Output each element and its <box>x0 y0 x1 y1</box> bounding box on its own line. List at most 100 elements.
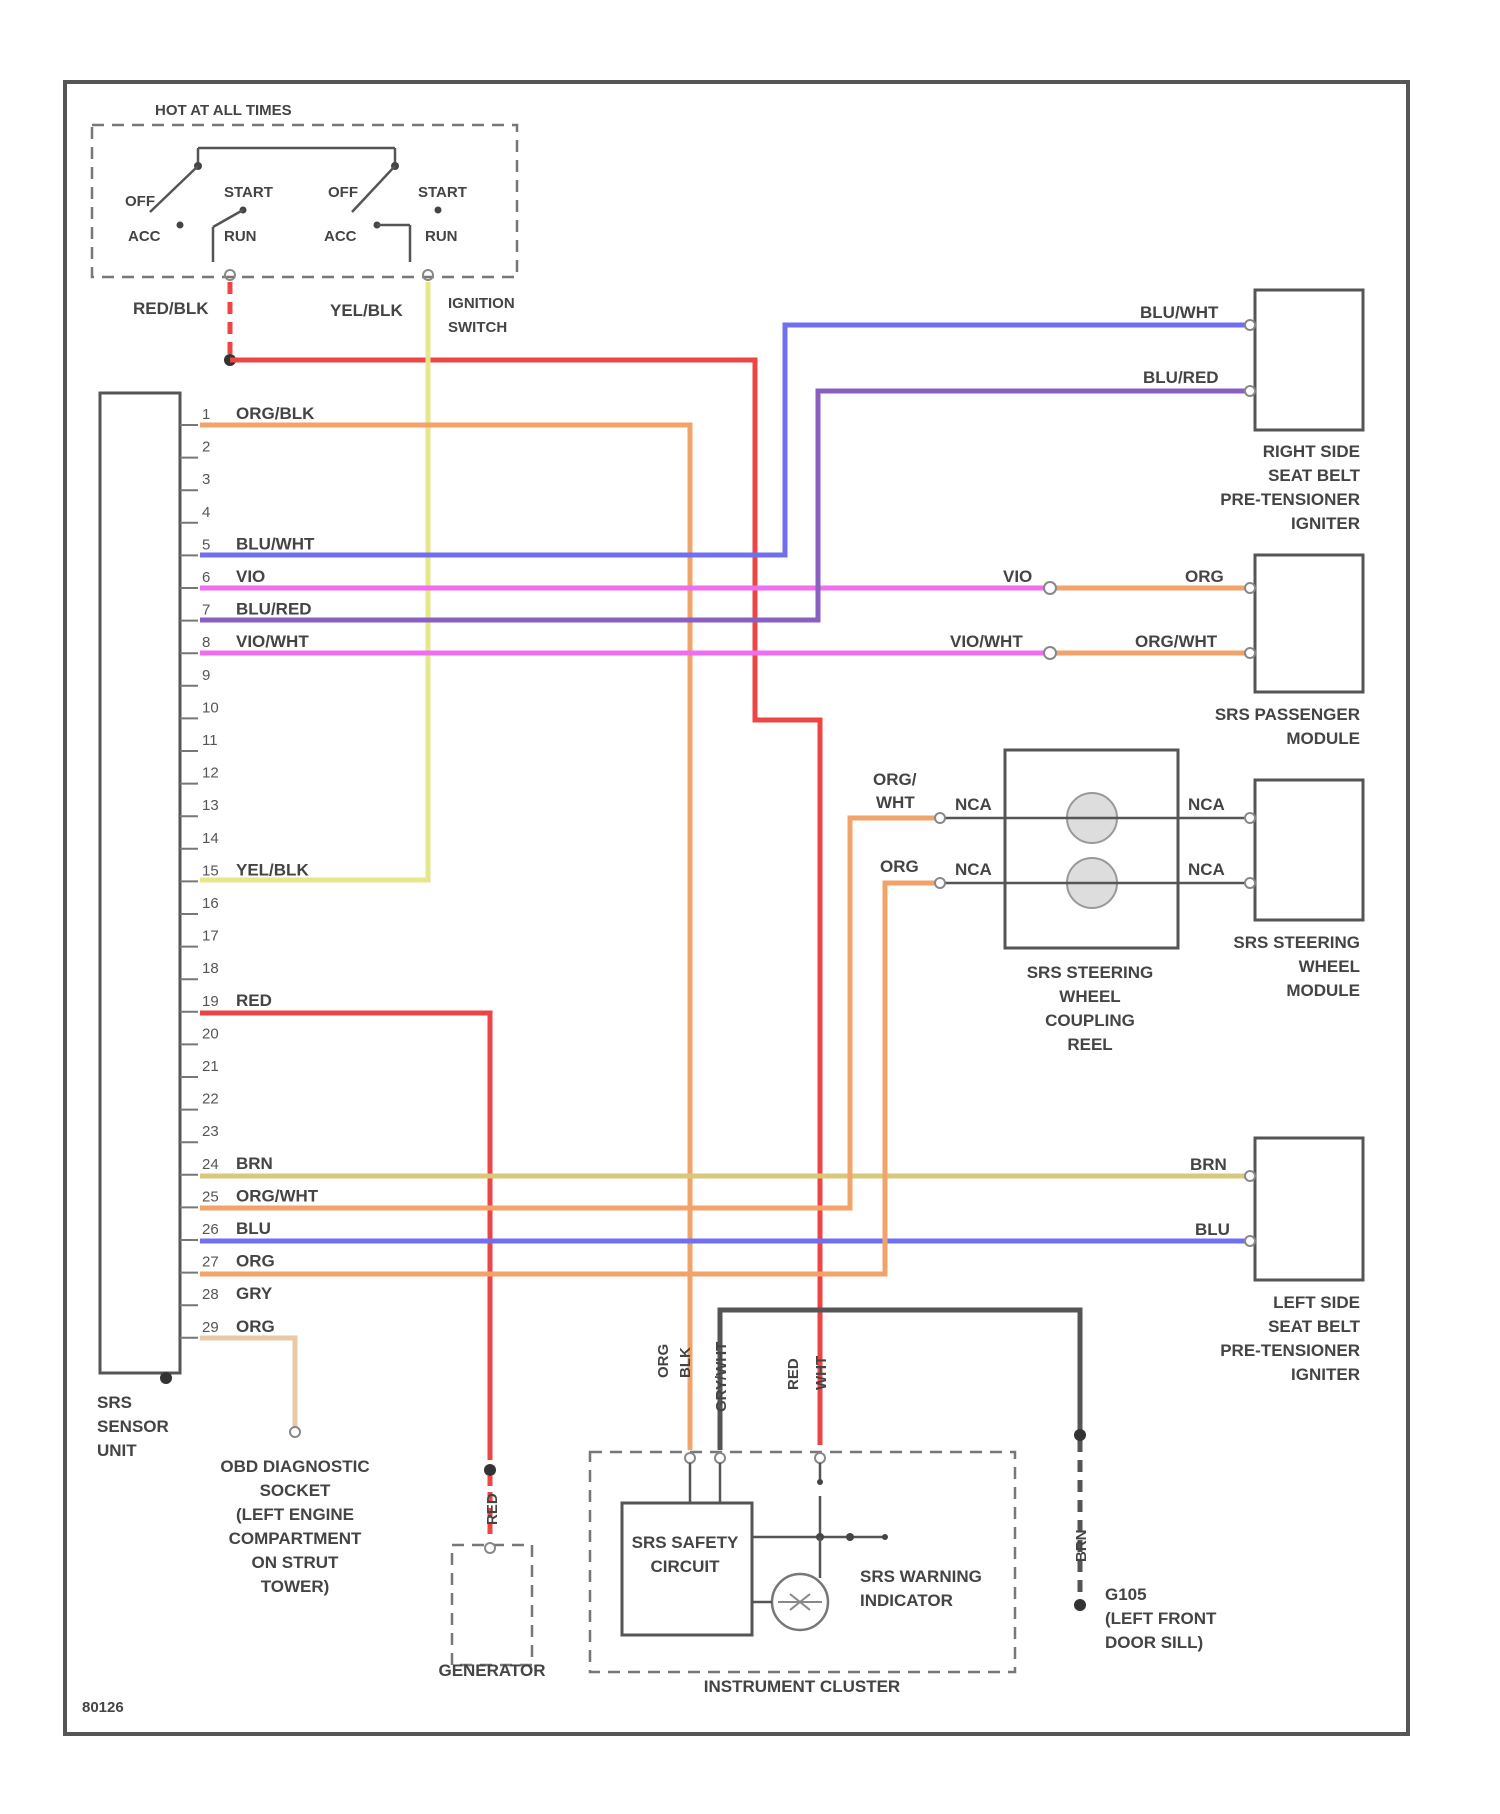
rp-label-3: PRE-TENSIONER <box>1220 490 1360 509</box>
lp-label-4: IGNITER <box>1291 1365 1360 1384</box>
pin-number: 26 <box>202 1221 219 1238</box>
cluster-wire-b: GRY/WHT <box>713 1342 730 1412</box>
cr-wire-bottom: ORG <box>880 857 919 876</box>
warning-indicator-label-2: INDICATOR <box>860 1591 953 1610</box>
ground-label-1: G105 <box>1105 1585 1147 1604</box>
pin-wire-label: BLU/RED <box>236 600 312 619</box>
pin-number: 29 <box>202 1319 219 1336</box>
yel-blk-wire-label: YEL/BLK <box>330 301 403 320</box>
ground-label-3: DOOR SILL) <box>1105 1633 1203 1652</box>
pin-number: 19 <box>202 993 219 1010</box>
pin-number: 28 <box>202 1286 219 1303</box>
right-off-label: OFF <box>328 184 358 201</box>
pin-number: 16 <box>202 895 219 912</box>
cr-nca-2: NCA <box>955 860 992 879</box>
pin-number: 20 <box>202 1025 219 1042</box>
cluster-wire-a: ORG <box>655 1344 672 1378</box>
sensor-label-1: SRS <box>97 1393 132 1412</box>
pin-wire-label: VIO/WHT <box>236 632 309 651</box>
sensor-label-3: UNIT <box>97 1441 137 1460</box>
cr-nca-1: NCA <box>955 795 992 814</box>
pin-number: 17 <box>202 928 219 945</box>
safety-circuit-label-1: SRS SAFETY <box>632 1533 739 1552</box>
pin-number: 4 <box>202 504 210 521</box>
lp-label-2: SEAT BELT <box>1268 1317 1361 1336</box>
pin-number: 23 <box>202 1123 219 1140</box>
left-acc-label: ACC <box>128 228 161 245</box>
org-wire-29 <box>200 1338 295 1428</box>
pm-label-1: SRS PASSENGER <box>1215 705 1360 724</box>
pin-wire-label: GRY <box>236 1284 273 1303</box>
cr-nca-3: NCA <box>1188 795 1225 814</box>
cr-nca-4: NCA <box>1188 860 1225 879</box>
figure-id: 80126 <box>82 1699 124 1716</box>
pm-label-2: MODULE <box>1286 729 1360 748</box>
rp-wire-top-label: BLU/WHT <box>1140 303 1219 322</box>
pin-wire-label: BLU <box>236 1219 271 1238</box>
cr-label-1: SRS STEERING <box>1027 963 1154 982</box>
obd-label-6: TOWER) <box>261 1577 330 1596</box>
sensor-label-2: SENSOR <box>97 1417 169 1436</box>
cr-wire-top-2: WHT <box>876 793 915 812</box>
cr-label-2: WHEEL <box>1059 987 1120 1006</box>
yel-blk-wire <box>200 282 428 880</box>
pin-wire-label: VIO <box>236 567 265 586</box>
obd-label-1: OBD DIAGNOSTIC <box>220 1457 369 1476</box>
generator-wire-label: RED <box>484 1493 501 1525</box>
cluster-wire-c2: WHT <box>813 1356 830 1390</box>
coupling-reel: ORG/ WHT ORG NCA NCA NCA NCA SRS STEERIN… <box>873 750 1363 1054</box>
pin-number: 5 <box>202 536 210 553</box>
pin-number: 13 <box>202 797 219 814</box>
pin-number: 27 <box>202 1254 219 1271</box>
instrument-cluster-label: INSTRUMENT CLUSTER <box>704 1677 900 1696</box>
obd-label-2: SOCKET <box>260 1481 331 1500</box>
pin-number: 21 <box>202 1058 219 1075</box>
pin-number: 8 <box>202 634 210 651</box>
rp-wire-bottom-label: BLU/RED <box>1143 368 1219 387</box>
ignition-switch: HOT AT ALL TIMES OFF START ACC RUN OFF S… <box>92 102 517 336</box>
pin-number: 1 <box>202 406 210 423</box>
ground-wire-label: BRN <box>1073 1530 1090 1563</box>
pin-number: 11 <box>202 732 218 749</box>
pin-number: 9 <box>202 667 210 684</box>
pm-wire-out-bottom: ORG/WHT <box>1135 632 1218 651</box>
safety-circuit-label-2: CIRCUIT <box>651 1557 721 1576</box>
pm-wire-in-bottom: VIO/WHT <box>950 632 1023 651</box>
left-start-label: START <box>224 184 273 201</box>
hot-at-all-times-label: HOT AT ALL TIMES <box>155 102 292 119</box>
cr-wire-top-1: ORG/ <box>873 770 917 789</box>
pin-wire-label: YEL/BLK <box>236 860 309 879</box>
right-start-label: START <box>418 184 467 201</box>
lp-label-3: PRE-TENSIONER <box>1220 1341 1360 1360</box>
ignition-switch-title-2: SWITCH <box>448 319 507 336</box>
lp-wire-bottom-label: BLU <box>1195 1220 1230 1239</box>
obd-diagnostic-socket: OBD DIAGNOSTIC SOCKET (LEFT ENGINE COMPA… <box>220 1457 369 1596</box>
pin-number: 14 <box>202 830 219 847</box>
pin-number: 12 <box>202 765 219 782</box>
cluster-wire-a2: BLK <box>677 1347 694 1378</box>
pin-number: 24 <box>202 1156 219 1173</box>
pin-number: 10 <box>202 699 219 716</box>
left-run-label: RUN <box>224 228 257 245</box>
srs-sensor-unit: SRS SENSOR UNIT <box>97 393 180 1460</box>
generator-label: GENERATOR <box>438 1661 545 1680</box>
pm-wire-in-top: VIO <box>1003 567 1032 586</box>
pin-number: 7 <box>202 602 210 619</box>
obd-label-4: COMPARTMENT <box>229 1529 362 1548</box>
cr-label-3: COUPLING <box>1045 1011 1135 1030</box>
red-blk-wire-label: RED/BLK <box>133 299 209 318</box>
red-blk-wire <box>230 360 820 1445</box>
pin-number: 22 <box>202 1091 219 1108</box>
pin-wire-label: ORG/BLK <box>236 404 315 423</box>
cr-label-4: REEL <box>1067 1035 1112 1054</box>
lp-label-1: LEFT SIDE <box>1273 1293 1360 1312</box>
rp-label-1: RIGHT SIDE <box>1263 442 1360 461</box>
pin-wire-label: ORG <box>236 1252 275 1271</box>
rp-label-2: SEAT BELT <box>1268 466 1361 485</box>
pin-number: 6 <box>202 569 210 586</box>
pin-wire-label: ORG/WHT <box>236 1186 319 1205</box>
pin-wire-label: BLU/WHT <box>236 534 315 553</box>
ignition-switch-title-1: IGNITION <box>448 295 515 312</box>
pin-number: 3 <box>202 471 210 488</box>
